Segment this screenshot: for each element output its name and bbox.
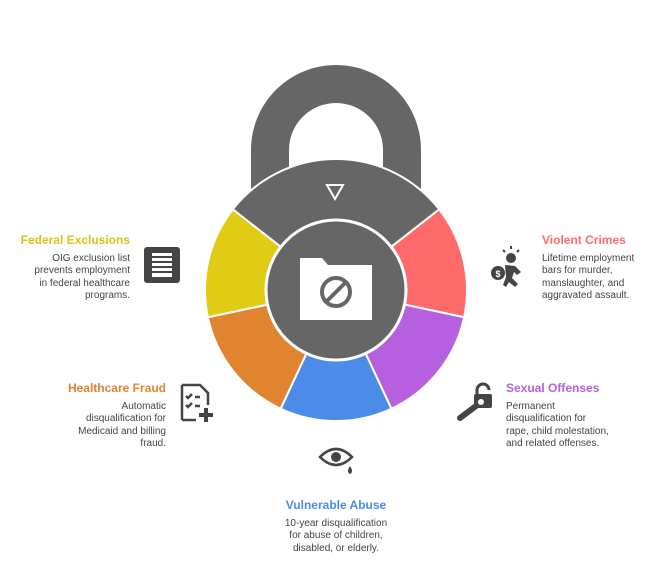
item-desc: 10-year disqualification [284,517,388,529]
robbery-icon: $ [491,246,521,287]
item-title: Vulnerable Abuse [285,498,387,512]
item-desc: in federal healthcare [39,277,130,289]
item-desc: aggravated assault. [542,290,630,301]
item-desc: fraud. [140,438,166,449]
item-desc: programs. [84,290,130,301]
item-desc: for abuse of children, [289,530,383,541]
svg-text:$: $ [495,269,500,279]
item-title: Violent Crimes [542,233,626,247]
item-desc: Lifetime employment [542,252,635,264]
item-desc: disqualification for [506,413,587,424]
item-desc: rape, child molestation, [506,425,609,437]
item-desc: Permanent [506,400,555,412]
unlock-key-icon [457,382,492,421]
list-document-icon [144,247,180,283]
item-desc: Medicaid and billing [78,425,166,437]
item-desc: prevents employment [34,265,130,276]
item-title: Federal Exclusions [20,233,130,247]
crying-eye-icon [318,447,354,474]
lock-shackle [251,65,421,200]
item-title: Sexual Offenses [506,381,600,395]
medical-checklist-icon [180,383,213,422]
item-desc: disabled, or elderly. [293,542,379,554]
folder-ban-icon [300,258,372,320]
item-desc: OIG exclusion list [52,252,130,264]
item-desc: Automatic [121,400,166,412]
vulnerable-abuse-block: Vulnerable Abuse 10-year disqualificatio… [256,499,416,555]
item-desc: manslaughter, and [542,277,625,289]
item-desc: and related offenses. [506,438,600,449]
triangle-down-icon [325,184,345,202]
item-desc: bars for murder, [542,265,613,276]
item-title: Healthcare Fraud [67,381,166,395]
item-desc: disqualification for [85,413,166,424]
